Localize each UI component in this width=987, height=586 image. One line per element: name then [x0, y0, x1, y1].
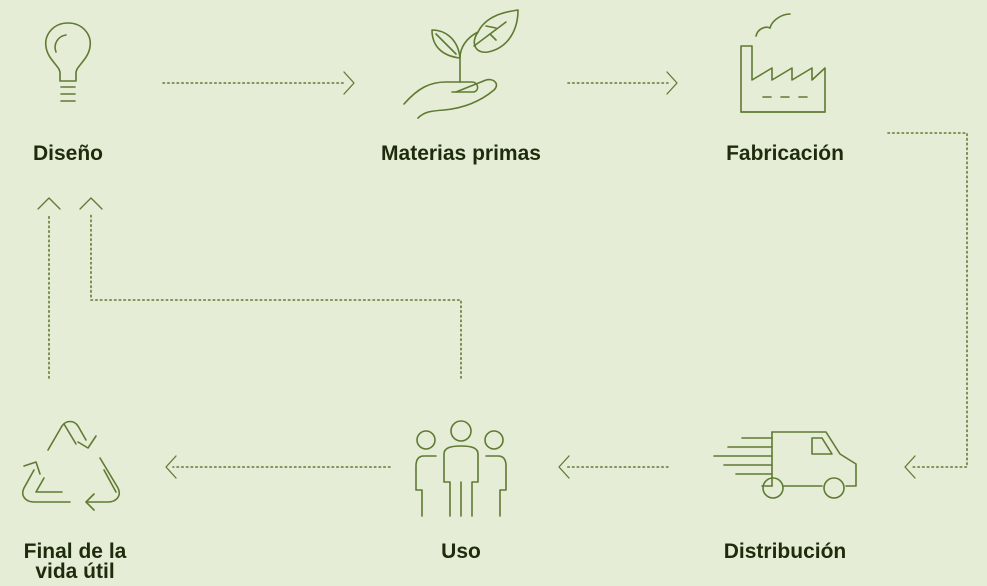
node-label: Fabricación	[726, 142, 844, 165]
node-label: Uso	[441, 540, 481, 563]
node-label-line1: Final de la	[23, 540, 127, 563]
connector-fabricacion-distribucion	[887, 132, 968, 479]
connector-distribucion-uso	[558, 455, 669, 479]
node-label: Diseño	[32, 142, 103, 165]
node-label: Materias primas	[381, 142, 541, 165]
connector-diseno-materias	[162, 71, 355, 95]
connector-final-diseno	[37, 197, 61, 379]
connector-materias-fabricacion	[567, 71, 678, 95]
node-label-line2: vida útil	[35, 560, 115, 583]
connector-uso-final	[165, 455, 391, 479]
connector-uso-diseno	[79, 197, 462, 379]
node-label: Distribución	[723, 540, 847, 563]
